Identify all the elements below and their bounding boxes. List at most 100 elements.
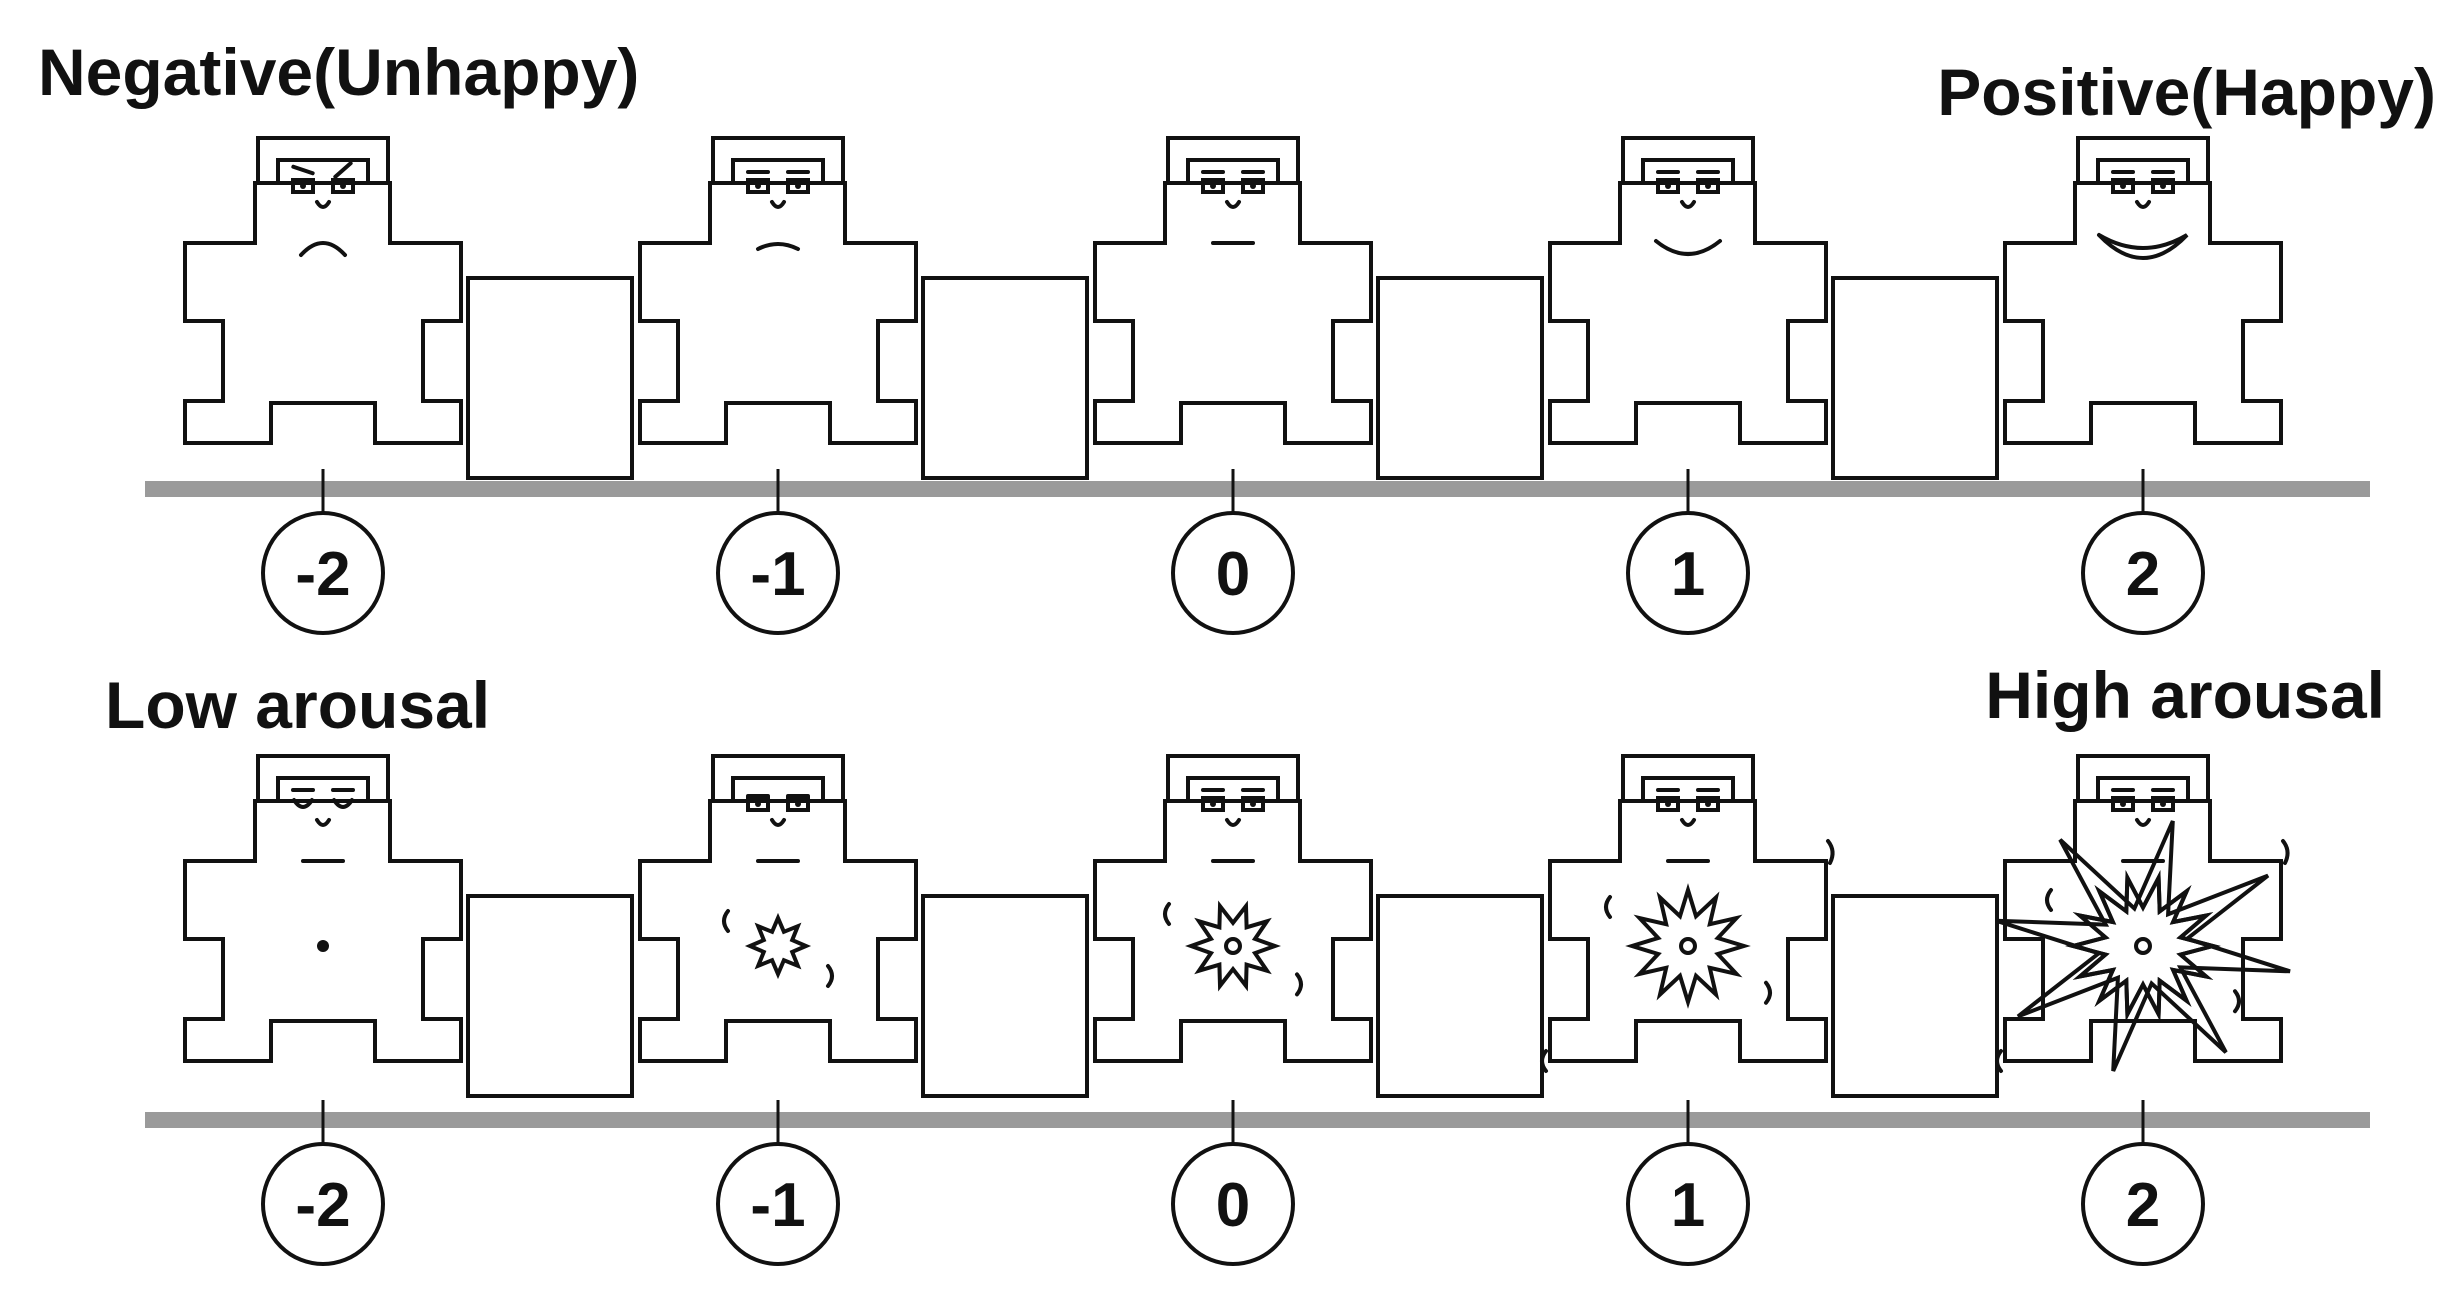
pupil-icon: [1250, 183, 1256, 189]
hair-outline: [256, 754, 390, 803]
separator-box: [466, 894, 634, 1098]
body-outline: [1548, 799, 1828, 1063]
hair-outline: [711, 136, 845, 185]
body-outline: [1548, 181, 1828, 445]
pupil-icon: [1705, 183, 1711, 189]
pupil-icon: [2160, 183, 2166, 189]
pupil-icon: [1250, 801, 1256, 807]
arousal-figure-0: [183, 754, 463, 1063]
explosion-icon: [2065, 870, 2221, 1022]
eye-icon: [2151, 178, 2175, 194]
burst-icon: [1995, 820, 2291, 1072]
brow-icon: [291, 164, 315, 176]
hair-outline: [2076, 754, 2210, 803]
pupil-icon: [1210, 801, 1216, 807]
pupil-icon: [755, 801, 761, 807]
motion-mark-icon: [1163, 902, 1171, 926]
body-outline: [2003, 799, 2283, 1063]
nose-icon: [770, 818, 786, 827]
dot-icon: [317, 940, 329, 952]
mouth-icon: [1654, 239, 1722, 256]
explosion-icon: [2065, 870, 2221, 1022]
face-frame: [731, 158, 825, 185]
vibration-mark-icon: [1995, 1049, 2003, 1073]
body-outline: [638, 799, 918, 1063]
pupil-icon: [2120, 801, 2126, 807]
mouth-icon: [2097, 233, 2189, 260]
vibration-mark-icon: [1826, 839, 1835, 865]
separator-box: [1376, 894, 1544, 1098]
mouth-icon: [299, 241, 347, 257]
body-outline: [183, 181, 463, 445]
nose-icon: [1225, 818, 1241, 827]
scale-value: -1: [750, 540, 805, 609]
vibration-mark-icon: [2281, 839, 2290, 865]
nose-icon: [770, 200, 786, 209]
value-circle: [716, 1142, 840, 1266]
face-frame: [1641, 776, 1735, 803]
body-outline: [1093, 799, 1373, 1063]
core-icon: [1224, 937, 1242, 955]
body-outline: [1093, 181, 1373, 445]
separator-box: [1831, 894, 1999, 1098]
motion-mark-icon: [2233, 989, 2241, 1014]
pupil-icon: [1705, 801, 1711, 807]
valence-figure-1: [638, 136, 918, 445]
pupil-icon: [1210, 183, 1216, 189]
value-circle: [261, 511, 385, 635]
scale-bar: [145, 1112, 2370, 1128]
separator-box: [921, 894, 1089, 1098]
hair-outline: [1166, 754, 1300, 803]
scale-value: 1: [1671, 540, 1705, 609]
eye-icon: [1201, 178, 1225, 194]
face-frame: [1186, 776, 1280, 803]
face-frame: [1641, 158, 1735, 185]
pupil-icon: [755, 183, 761, 189]
value-circle: [1626, 1142, 1750, 1266]
scale-value: 0: [1216, 1171, 1250, 1240]
hair-outline: [2076, 136, 2210, 185]
scale-value: 2: [2126, 1171, 2160, 1240]
explosion-icon: [1185, 900, 1281, 992]
explosion-icon: [744, 912, 812, 980]
pupil-icon: [2120, 183, 2126, 189]
value-circle: [1171, 1142, 1295, 1266]
motion-mark-icon: [1764, 980, 1772, 1005]
valence-figure-4: [2003, 136, 2283, 445]
separator-box: [1831, 276, 1999, 480]
eye-icon: [2151, 796, 2175, 812]
explosion-icon: [1625, 883, 1751, 1009]
eye-icon: [2111, 178, 2135, 194]
nose-icon: [315, 818, 331, 827]
separator-box: [921, 276, 1089, 480]
value-circle: [2081, 1142, 2205, 1266]
eye-icon: [2111, 796, 2135, 812]
motion-mark-icon: [2045, 888, 2053, 912]
scale-value: -2: [295, 1171, 350, 1240]
pupil-icon: [300, 183, 306, 189]
closed-eye-icon: [292, 798, 314, 809]
closed-eye-icon: [332, 798, 354, 809]
arousal-right-label: High arousal: [1985, 658, 2385, 732]
motion-mark-icon: [1604, 895, 1612, 919]
pupil-icon: [795, 801, 801, 807]
body-outline: [183, 799, 463, 1063]
nose-icon: [315, 200, 331, 209]
nose-icon: [1680, 200, 1696, 209]
arousal-left-label: Low arousal: [105, 668, 490, 742]
valence-figure-3: [1548, 136, 1828, 445]
hair-outline: [1166, 136, 1300, 185]
body-outline: [2003, 181, 2283, 445]
value-circle: [2081, 511, 2205, 635]
eye-icon: [746, 178, 770, 194]
separator-box: [1376, 276, 1544, 480]
eye-icon: [1201, 796, 1225, 812]
valence-right-label: Positive(Happy): [1937, 55, 2436, 129]
scale-value: 0: [1216, 540, 1250, 609]
scale-bar: [145, 481, 2370, 497]
eye-icon: [1696, 796, 1720, 812]
vibration-mark-icon: [1540, 1049, 1548, 1073]
value-circle: [1171, 511, 1295, 635]
